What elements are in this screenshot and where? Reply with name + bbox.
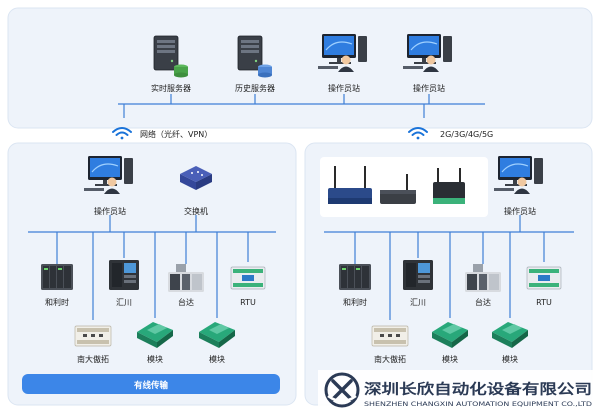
nanda-module-icon (74, 325, 112, 347)
left-hollysys-label: 和利时 (45, 297, 69, 307)
operator-station-label-2: 操作员站 (413, 83, 445, 93)
company-logo-icon (324, 372, 360, 408)
right-delta-label: 台达 (475, 297, 491, 307)
realtime-server-icon (153, 35, 179, 71)
right-module-label-2: 模块 (502, 354, 518, 364)
inovance-plc-icon (109, 260, 139, 290)
history-database-icon (258, 64, 272, 78)
right-bus-lines (324, 215, 574, 320)
right-rtu-label: RTU (536, 298, 552, 307)
left-delta-label: 台达 (178, 297, 194, 307)
left-rtu-label: RTU (240, 298, 256, 307)
left-inovance-label: 汇川 (116, 298, 132, 307)
left-bus-lines (28, 215, 276, 320)
right-inovance-label: 汇川 (410, 298, 426, 307)
company-name-cn: 深圳长欣自动化设备有限公司 (364, 381, 592, 398)
left-nanda-label: 南大傲拓 (77, 354, 109, 364)
left-module-label-1: 模块 (147, 354, 163, 364)
wifi-icon (408, 127, 428, 140)
hollysys-plc-icon (41, 264, 73, 290)
company-watermark-bg (318, 370, 598, 410)
top-panel (7, 7, 593, 129)
wired-network-label: 网络（光纤、VPN） (140, 129, 212, 139)
history-server-icon (237, 35, 263, 71)
right-operator-station-label: 操作员站 (504, 206, 536, 216)
company-name-en: SHENZHEN CHANGXIN AUTOMATION EQUIPMENT C… (364, 401, 592, 408)
right-hollysys-label: 和利时 (343, 297, 367, 307)
left-module-label-2: 模块 (209, 354, 225, 364)
realtime-database-icon (174, 64, 188, 78)
rtu-icon (526, 266, 562, 290)
inovance-plc-icon (403, 260, 433, 290)
wifi-icon (112, 127, 132, 140)
right-nanda-label: 南大傲拓 (374, 354, 406, 364)
history-server-label: 历史服务器 (235, 83, 275, 93)
wired-transmission-label: 有线传输 (134, 380, 169, 391)
rtu-icon (230, 266, 266, 290)
realtime-server-label: 实时服务器 (151, 83, 191, 93)
right-module-label-1: 模块 (442, 354, 458, 364)
wireless-network-label: 2G/3G/4G/5G (440, 130, 493, 139)
top-bus-line (118, 94, 485, 118)
left-switch-label: 交换机 (184, 206, 208, 216)
left-operator-station-label: 操作员站 (94, 206, 126, 216)
nanda-module-icon (371, 325, 409, 347)
wired-transmission-bar (22, 374, 280, 394)
operator-station-label-1: 操作员站 (328, 83, 360, 93)
hollysys-plc-icon (339, 264, 371, 290)
